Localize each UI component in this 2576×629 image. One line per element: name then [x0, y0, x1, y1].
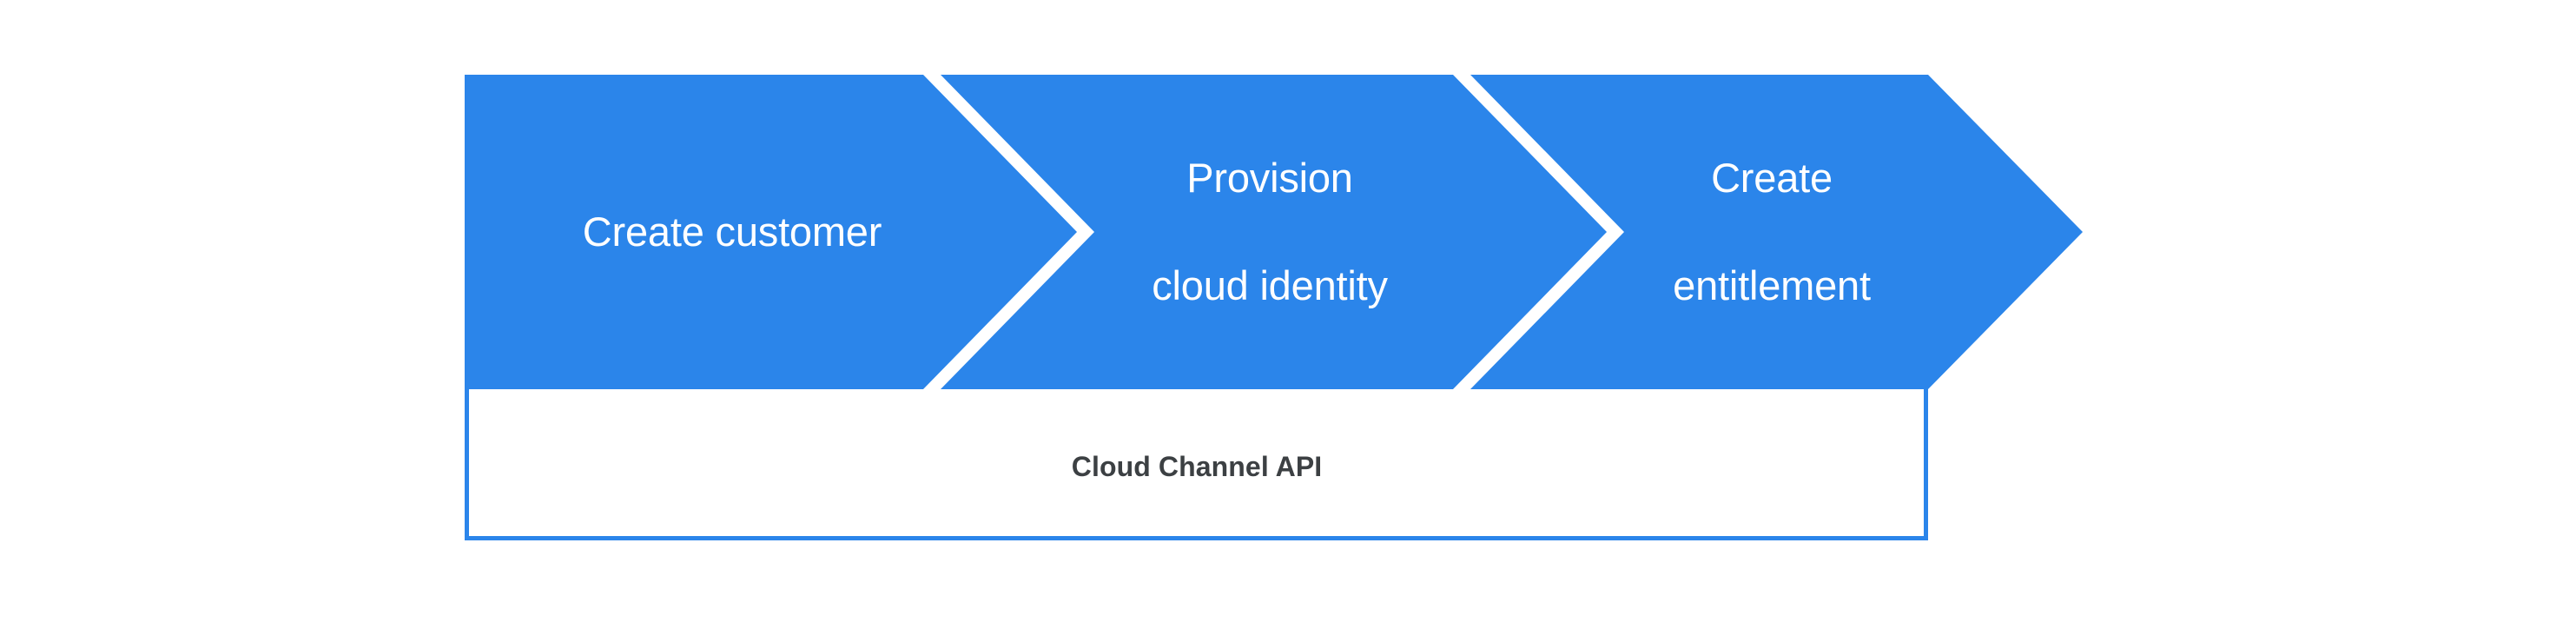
footer-panel-fill — [465, 389, 1928, 540]
footer-panel-border — [465, 389, 1928, 540]
chevron-step-2 — [941, 75, 1607, 389]
chevron-step-1 — [465, 75, 1077, 389]
chevron-step-3 — [1470, 75, 2083, 389]
